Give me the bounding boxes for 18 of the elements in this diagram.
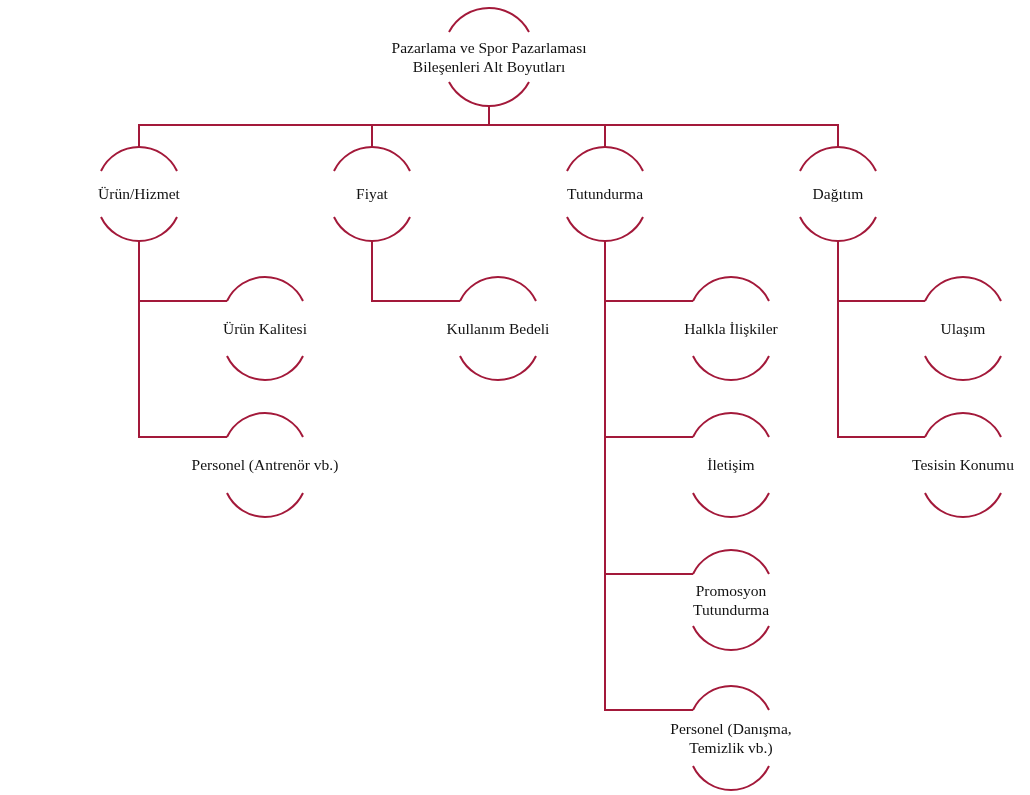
node-label: Pazarlama ve Spor Pazarlaması Bileşenleri Alt Boyutları (390, 37, 588, 77)
node-label: İletişim (706, 455, 756, 475)
node-label: Tesisin Konumu (911, 455, 1015, 475)
node-label: Personel (Danışma, Temizlik vb.) (669, 718, 793, 758)
node-label: Tutundurma (565, 184, 645, 204)
node-label: Kullanım Bedeli (445, 318, 551, 339)
connector-line (138, 240, 228, 438)
connector-line (604, 240, 694, 711)
connector-line (371, 240, 461, 302)
node-label: Fiyat (355, 184, 389, 204)
node-label: Promosyon Tutundurma (691, 580, 771, 620)
node-label: Halkla İlişkiler (683, 318, 779, 339)
node-label: Ürün Kalitesi (222, 318, 308, 339)
node-label: Ulaşım (939, 318, 987, 339)
connector-line (837, 240, 926, 438)
node-label: Ürün/Hizmet (97, 184, 181, 204)
node-label: Dağıtım (811, 184, 865, 204)
node-label: Personel (Antrenör vb.) (190, 455, 340, 475)
